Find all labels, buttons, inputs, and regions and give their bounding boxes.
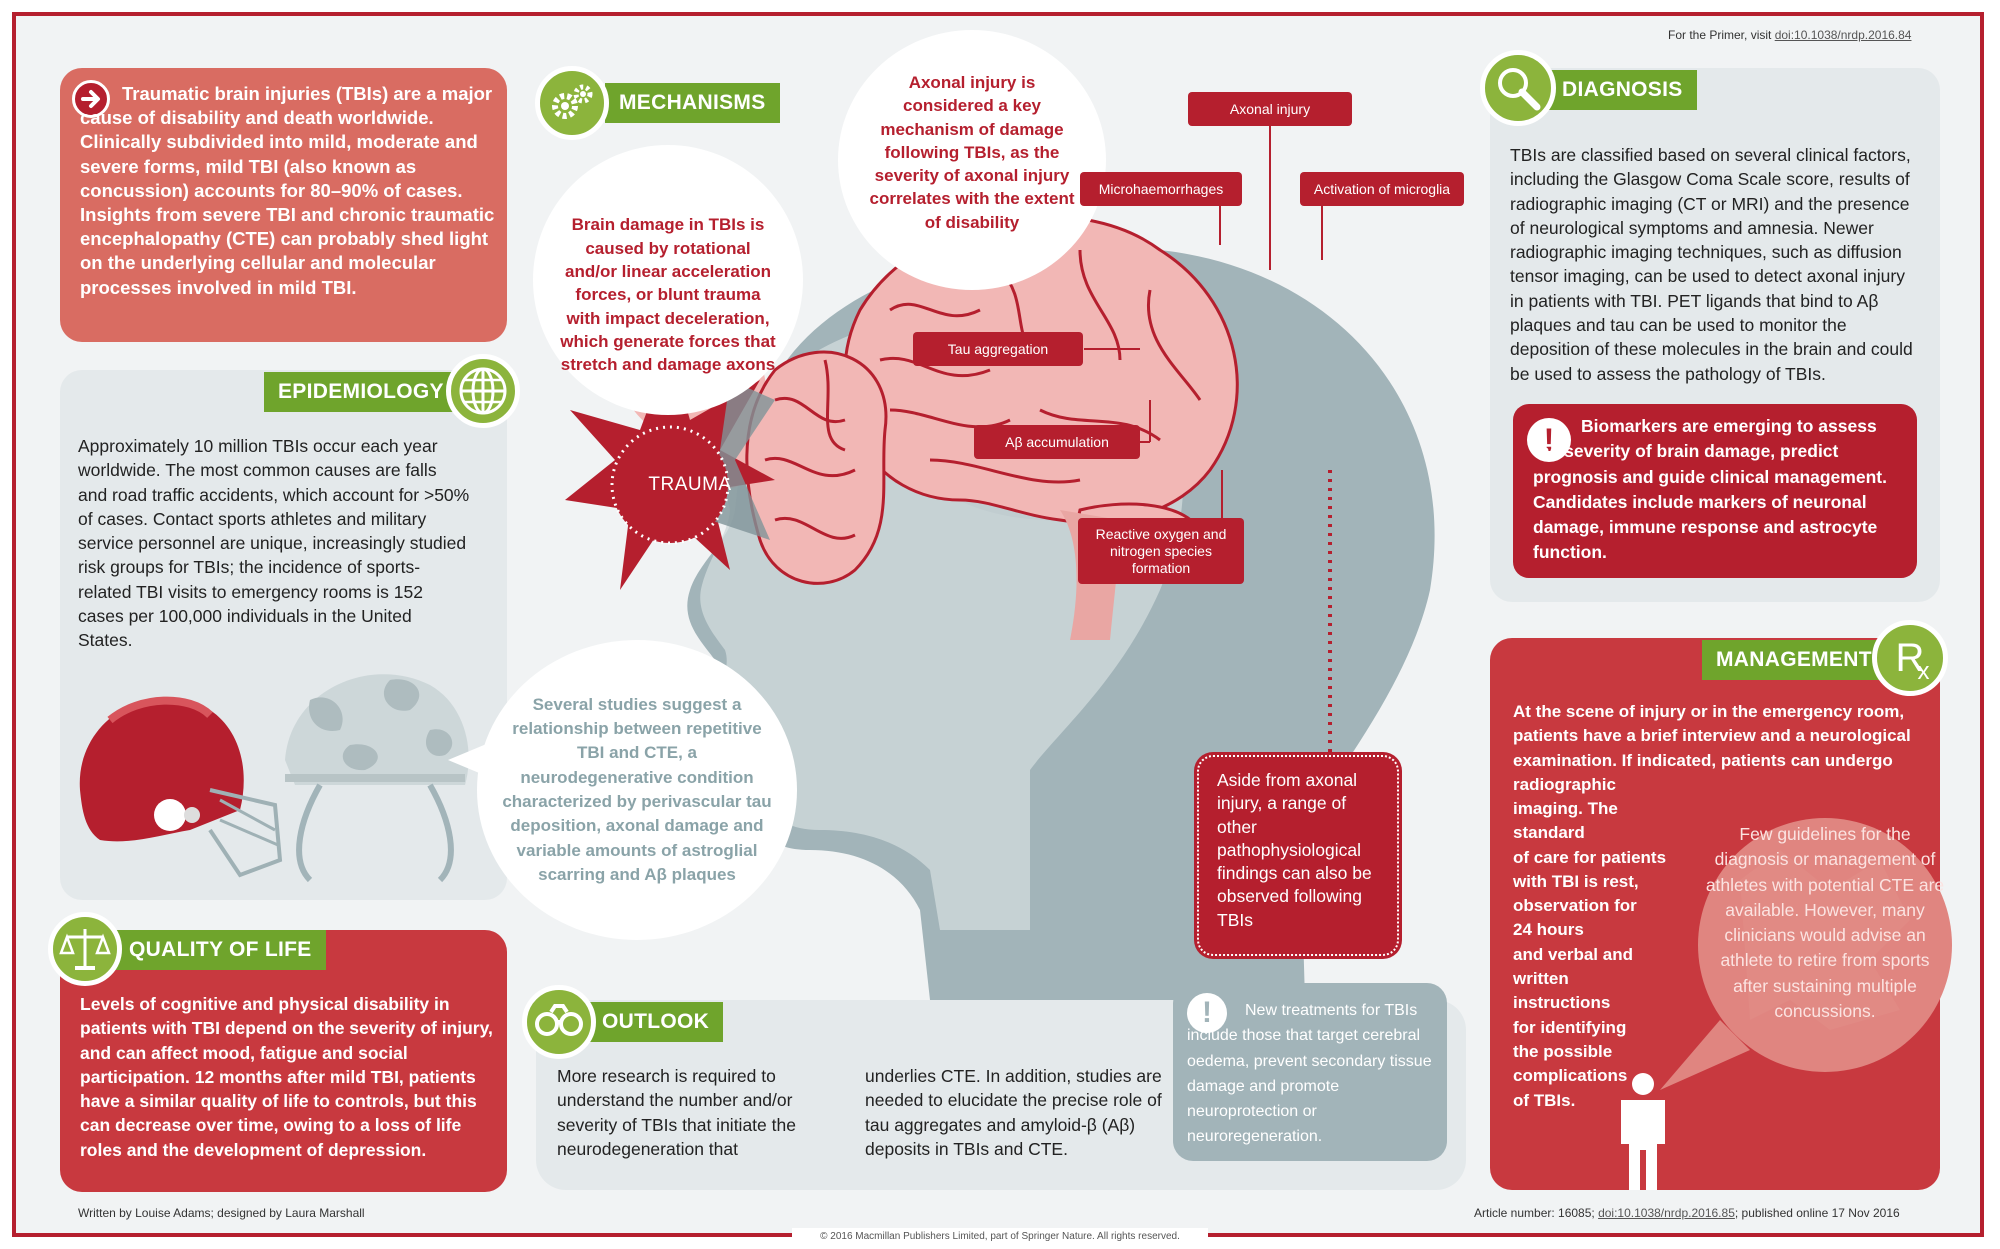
epidemiology-text: Approximately 10 million TBIs occur each… [78, 436, 470, 651]
biomarker-exclamation-icon: ! [1527, 418, 1571, 462]
management-speech-bubble [1660, 818, 1952, 1090]
primer-link: For the Primer, visit doi:10.1038/nrdp.2… [1668, 28, 1912, 42]
biomarkers-text: Biomarkers are emerging to assess the se… [1533, 416, 1887, 563]
intro-text: Traumatic brain injuries (TBIs) are a ma… [80, 83, 495, 298]
mechanism-bubble-axonal: Axonal injury is considered a key mechan… [838, 30, 1106, 290]
management-line: with TBI is rest, [1513, 871, 1639, 891]
footer-copyright: © 2016 Macmillan Publishers Limited, par… [792, 1228, 1208, 1246]
callout-ros: Reactive oxygen and nitrogen species for… [1078, 518, 1244, 584]
football-helmet-illustration [79, 696, 283, 878]
person-icon [1621, 1073, 1665, 1190]
callout-microglia: Activation of microglia [1300, 172, 1464, 206]
callout-microhaemorrhages: Microhaemorrhages [1080, 172, 1242, 206]
military-helmet-illustration [285, 674, 469, 883]
cte-bubble: Several studies suggest a relationship b… [477, 640, 797, 940]
gears-icon [535, 66, 609, 140]
management-line: 24 hours [1513, 920, 1584, 940]
management-line: instructions [1513, 993, 1611, 1013]
primer-doi-link[interactable]: doi:10.1038/nrdp.2016.84 [1774, 28, 1912, 42]
management-line: and verbal and [1513, 944, 1633, 964]
quality-of-life-text: Levels of cognitive and physical disabil… [80, 994, 493, 1160]
outlook-title: OUTLOOK [588, 1002, 724, 1042]
arrow-right-icon [72, 80, 110, 118]
aside-box: Aside from axonal injury, a range of oth… [1197, 755, 1399, 956]
management-line: complications [1513, 1066, 1628, 1086]
rx-letter: R [1895, 635, 1925, 680]
mechanism-bubble-axonal-text: Axonal injury is considered a key mechan… [869, 72, 1075, 232]
frontal-lobe-illustration [745, 350, 888, 585]
outlook-col2: underlies CTE. In addition, studies are … [865, 1066, 1162, 1159]
diagnosis-title: DIAGNOSIS [1548, 70, 1697, 110]
management-line: of TBIs. [1513, 1090, 1576, 1110]
management-line: for identifying [1513, 1017, 1627, 1037]
mechanism-bubble-forces: Brain damage in TBIs is caused by rotati… [533, 145, 803, 415]
cte-bubble-text: Several studies suggest a relationship b… [502, 694, 772, 884]
quality-of-life-panel [60, 930, 507, 1192]
management-text-top: At the scene of injury or in the emergen… [1513, 702, 1911, 794]
mechanisms-title: MECHANISMS [605, 83, 780, 123]
diagnosis-text: TBIs are classified based on several cli… [1510, 145, 1913, 384]
footer-article: Article number: 16085; doi:10.1038/nrdp.… [1474, 1206, 1900, 1220]
management-text-list: imaging. The standard of care for patien… [1513, 797, 1673, 1113]
cte-bubble-tail [448, 735, 508, 785]
management-line: written [1513, 969, 1569, 989]
callout-axonal-injury: Axonal injury [1188, 92, 1352, 126]
management-line: imaging. The standard [1513, 799, 1618, 843]
intro-panel [60, 68, 507, 342]
article-doi-link[interactable]: doi:10.1038/nrdp.2016.85 [1598, 1206, 1735, 1220]
management-bubble-text: Few guidelines for the diagnosis or mana… [1705, 824, 1945, 1022]
exclamation-icon: ! [1187, 993, 1227, 1033]
mechanism-bubble-forces-text: Brain damage in TBIs is caused by rotati… [560, 215, 776, 375]
management-line: the possible [1513, 1041, 1613, 1061]
biomarkers-box [1513, 404, 1917, 578]
trauma-starburst [565, 350, 775, 590]
trauma-label: TRAUMA [648, 474, 732, 495]
callout-abeta-accumulation: Aβ accumulation [974, 425, 1140, 459]
outlook-note-text: New treatments for TBIs include those th… [1187, 1002, 1432, 1146]
quality-of-life-title: QUALITY OF LIFE [115, 930, 326, 970]
globe-icon [446, 354, 520, 428]
outlook-col1: More research is required to understand … [557, 1066, 796, 1159]
binoculars-icon [522, 985, 596, 1059]
scales-icon [48, 912, 122, 986]
management-title: MANAGEMENT [1702, 640, 1886, 680]
callout-tau-aggregation: Tau aggregation [913, 332, 1083, 366]
epidemiology-title: EPIDEMIOLOGY [264, 372, 458, 412]
aside-text: Aside from axonal injury, a range of oth… [1217, 770, 1372, 930]
magnifier-icon [1480, 50, 1556, 126]
footer-credit: Written by Louise Adams; designed by Lau… [78, 1206, 365, 1220]
management-line: of care for patients [1513, 847, 1667, 867]
management-line: observation for [1513, 896, 1637, 916]
